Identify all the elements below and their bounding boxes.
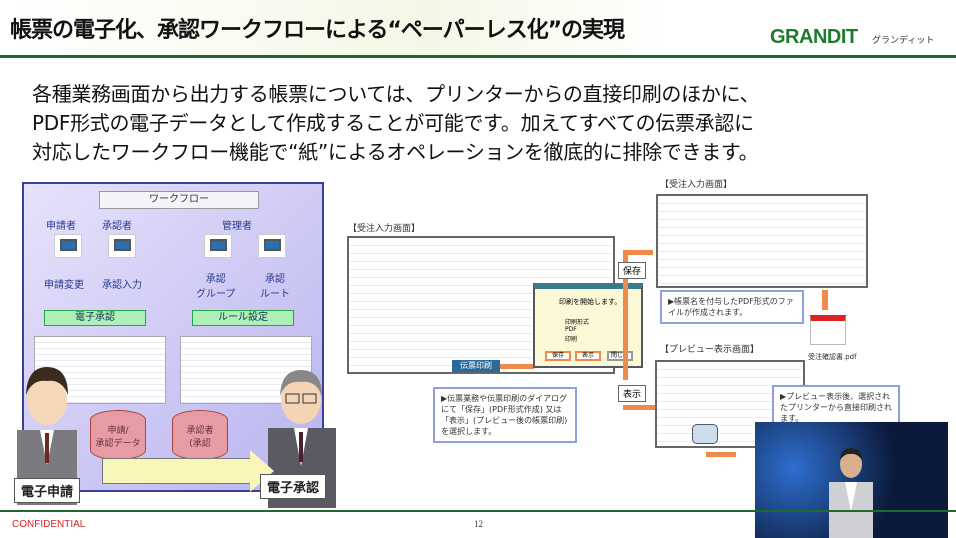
print-slip-button: 伝票印刷 [452,360,500,372]
orange-arrow [822,290,828,310]
orange-arrow [623,250,628,380]
rule-setting-box: ルール設定 [192,310,294,326]
database-icon: 承認者 (承認 [172,410,228,460]
dialog-option: PDF [565,326,577,333]
brand-logo-subtitle: グランディット [872,36,935,46]
electronic-application-label: 電子申請 [14,478,81,503]
dialog-title: 印刷を開始します。 [559,298,622,306]
action-label: 承認 ルート [260,274,290,300]
page-number: 12 [474,519,483,529]
order-entry-caption-2: 【受注入力画面】 [660,180,733,190]
computer-icon [54,234,82,258]
order-entry-caption: 【受注入力画面】 [348,224,421,234]
role-approver: 承認者 [102,221,132,232]
body-text-line: 対応したワークフロー機能で“紙”によるオペレーションを徹底的に排除できます。 [32,140,759,164]
dialog-option: 印刷 [565,336,578,343]
save-tag: 保存 [618,262,647,279]
dialog-close-button: 閉じる [607,351,633,361]
body-text-line: 各種業務画面から出力する帳票については、プリンターからの直接印刷のほかに、 [32,82,760,106]
header-divider [0,55,956,58]
flow-arrow [102,458,252,484]
pdf-file-icon [810,315,846,345]
printer-icon [692,424,718,444]
action-label: 申請変更 [44,280,84,291]
computer-icon [204,234,232,258]
note-pdf: ▶帳票名を付与したPDF形式のファイルが作成されます。 [660,290,804,324]
presenter-video[interactable] [755,422,948,538]
database-icon: 申請/ 承認データ [90,410,146,460]
header-background [0,0,956,55]
computer-icon [108,234,136,258]
brand-logo: GRANDIT [770,26,858,48]
dialog-save-button: 保存 [545,351,571,361]
orange-arrow [623,405,659,410]
slide-title: 帳票の電子化、承認ワークフローによる“ペーパーレス化”の実現 [10,18,625,43]
presenter-figure [829,448,873,538]
confidential-label: CONFIDENTIAL [12,519,86,530]
pdf-filename: 受注確認書.pdf [808,353,857,361]
footer-divider [0,510,956,512]
order-entry-screenshot-2 [656,194,868,288]
electronic-approval-box: 電子承認 [44,310,146,326]
action-label: 承認入力 [102,280,142,291]
orange-arrow [623,250,653,255]
preview-caption: 【プレビュー表示画面】 [660,345,760,355]
action-label: 承認 グループ [196,274,236,300]
electronic-approval-label: 電子承認 [260,474,327,499]
orange-arrow [706,452,736,457]
dialog-show-button: 表示 [575,351,601,361]
workflow-title: ワークフロー [99,191,259,209]
computer-icon [258,234,286,258]
note-dialog: ▶伝票業務や伝票印刷のダイアログにて「保存」(PDF形式作成) 又は「表示」(プ… [433,387,577,443]
body-text-line: PDF形式の電子データとして作成することが可能です。加えてすべての伝票承認に [32,111,754,135]
show-tag: 表示 [618,385,647,402]
role-admin: 管理者 [222,221,252,232]
orange-arrow [500,364,534,369]
role-applicant: 申請者 [46,221,76,232]
dialog-option: 印刷形式 [565,319,590,326]
